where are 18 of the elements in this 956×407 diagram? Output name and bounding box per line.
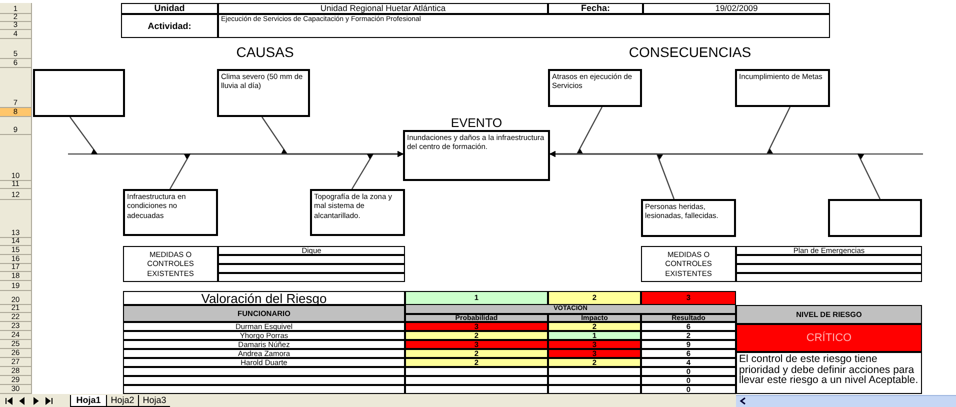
event-heading: EVENTO	[450, 117, 504, 130]
section-heading: CAUSAS	[235, 43, 295, 60]
table-cell: El control de este riesgo tiene prioridad y debe definir acciones para llevar este riesgo a un nivel Aceptable.	[736, 352, 922, 394]
sheet-tab: Hoja3	[138, 395, 170, 407]
table-cell: Unidad	[121, 3, 218, 14]
empty-box	[33, 69, 125, 117]
table-cell: Actividad:	[121, 14, 218, 38]
section-heading: CONSECUENCIAS	[628, 43, 752, 60]
table-cell: Valoración del Riesgo	[123, 291, 405, 305]
sheet-tab: Hoja2	[106, 395, 138, 407]
table-cell: Unidad Regional Huetar Atlántica	[218, 3, 548, 14]
risk-level-cell: CRÍTICO	[736, 324, 922, 352]
table-cell: 19/02/2009	[643, 3, 830, 14]
arrow	[351, 151, 403, 190]
table-cell: Fecha:	[548, 3, 643, 14]
arrow	[550, 151, 881, 200]
sheet-tab: Hoja1	[70, 395, 106, 407]
empty-box	[828, 199, 922, 237]
